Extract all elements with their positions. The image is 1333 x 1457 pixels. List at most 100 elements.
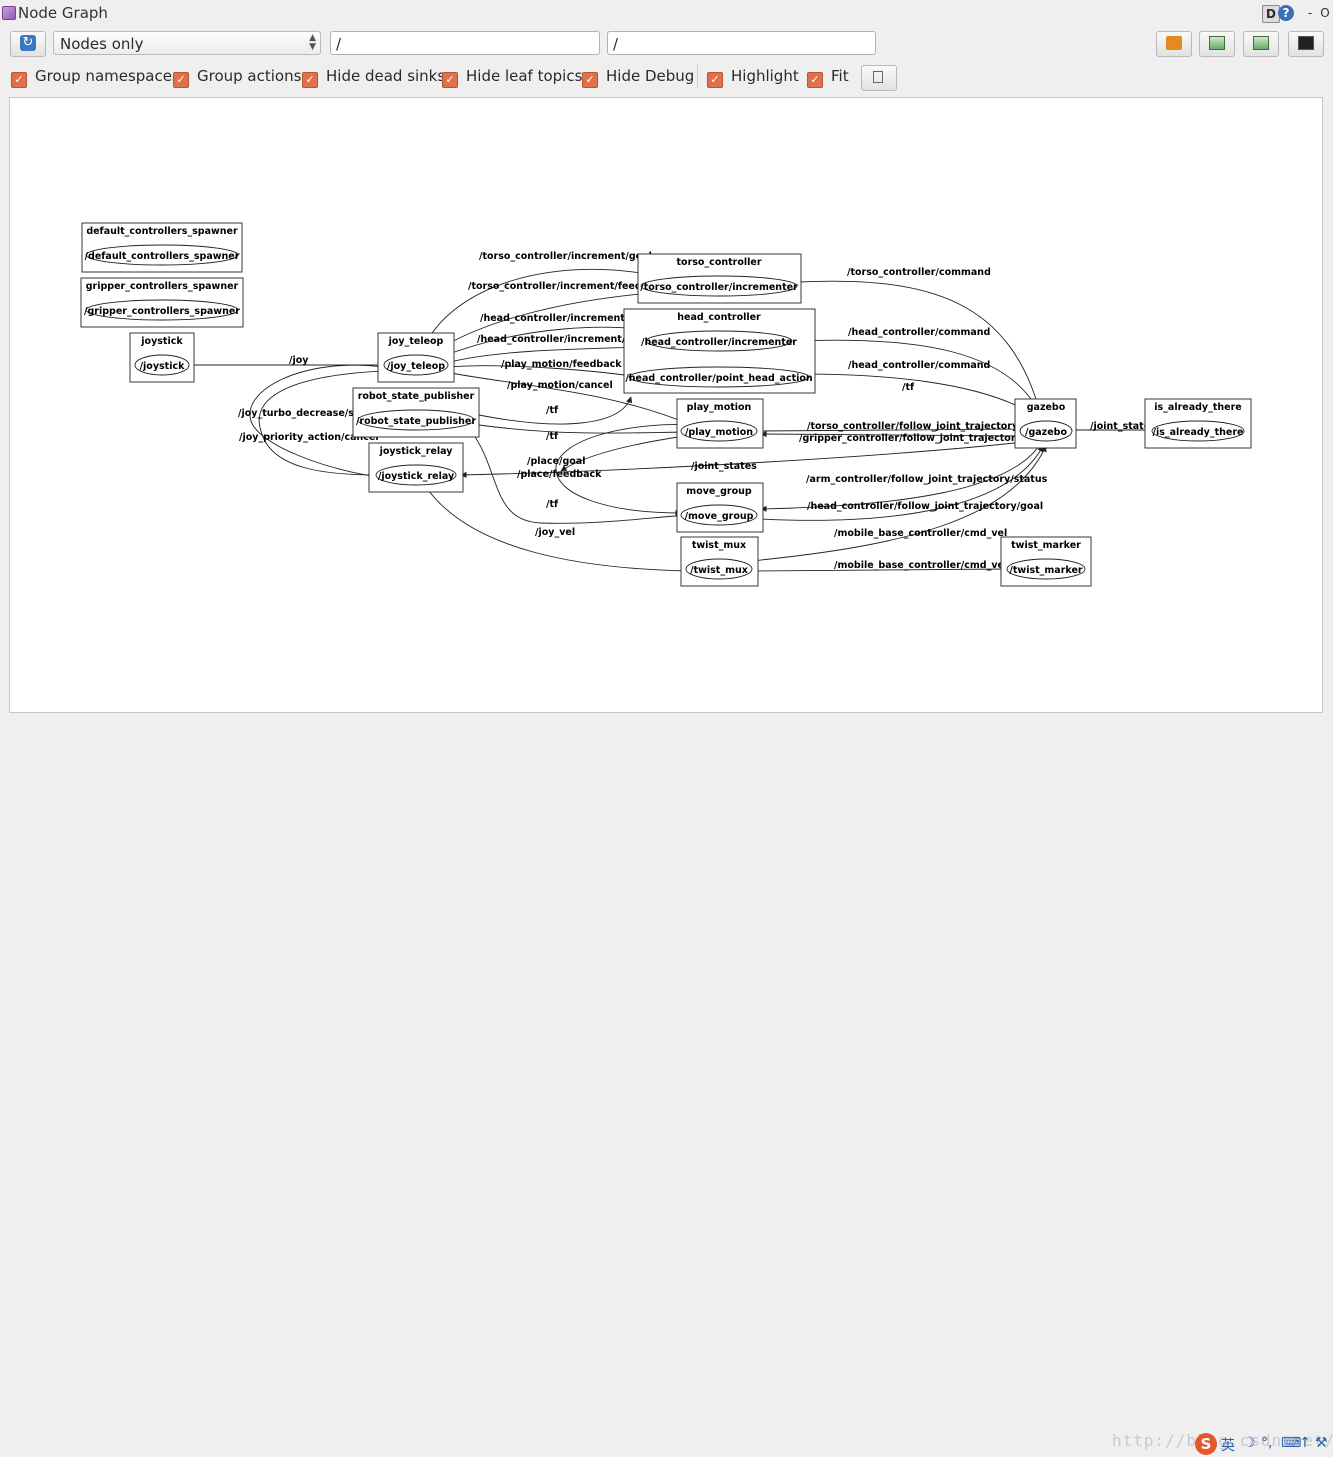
node-label: /head_controller/point_head_action	[625, 373, 813, 384]
node-head-controller[interactable]: head_controller /head_controller/increme…	[623, 308, 816, 394]
node-ellipse	[1006, 558, 1086, 580]
checkbox-checked-icon: ✓	[302, 72, 318, 88]
node-title: joystick	[140, 336, 183, 347]
save-dot-button[interactable]	[1199, 31, 1235, 57]
updown-arrow-icon: ▲▼	[309, 33, 316, 52]
node-joystick[interactable]: joystick /joystick	[129, 332, 195, 383]
edge-label: /head_controller/increment/status	[477, 334, 659, 345]
node-title: gazebo	[1027, 402, 1066, 413]
node-default-controllers-spawner[interactable]: default_controllers_spawner /default_con…	[81, 222, 243, 273]
ime-logo-icon[interactable]: S	[1195, 1433, 1217, 1455]
node-gripper-controllers-spawner[interactable]: gripper_controllers_spawner /gripper_con…	[80, 277, 244, 328]
edge-path	[798, 280, 1043, 417]
node-label: /robot_state_publisher	[356, 416, 476, 427]
node-label: /head_controller/incrementer	[641, 337, 797, 348]
edge-label: /place/goal	[527, 456, 585, 467]
save-svg-button[interactable]	[1243, 31, 1279, 57]
node-label: /joystick_relay	[378, 471, 455, 482]
wrench-icon[interactable]: ⚒	[1315, 1435, 1328, 1451]
node-label: /twist_marker	[1009, 565, 1082, 576]
node-title: head_controller	[677, 312, 761, 323]
edge-label: /place/feedback	[517, 469, 602, 480]
node-joy-teleop[interactable]: joy_teleop /joy_teleop	[377, 332, 455, 383]
edge-path	[445, 346, 652, 365]
edge-label: /head_controller/command	[848, 327, 990, 338]
graph-canvas[interactable]: /torso_controller/increment/goal /torso_…	[9, 97, 1323, 713]
node-is-already-there[interactable]: is_already_there /is_already_there	[1144, 398, 1252, 449]
edge-label: /tf	[546, 431, 559, 442]
node-gazebo[interactable]: gazebo /gazebo	[1014, 398, 1077, 449]
highlight-checkbox[interactable]: ✓Highlight	[707, 66, 799, 88]
edge-path	[760, 442, 1042, 513]
user-icon[interactable]: ↑	[1299, 1435, 1311, 1451]
hide-dead-sinks-checkbox[interactable]: ✓Hide dead sinks	[302, 66, 445, 88]
checkbox-checked-icon: ✓	[582, 72, 598, 88]
node-title: robot_state_publisher	[358, 391, 475, 402]
screen-icon	[1298, 36, 1314, 50]
node-title: twist_mux	[692, 540, 746, 551]
node-title: is_already_there	[1154, 402, 1242, 413]
edge-path	[478, 424, 687, 436]
toolbar: ↻ Nodes only ▲▼ / /	[0, 28, 1333, 60]
node-ellipse	[680, 504, 758, 526]
checkbox-checked-icon: ✓	[173, 72, 189, 88]
node-ellipse	[383, 354, 449, 376]
edge-path	[425, 486, 692, 575]
edge-path	[750, 445, 1047, 562]
node-torso-controller[interactable]: torso_controller /torso_controller/incre…	[637, 253, 802, 304]
group-actions-checkbox[interactable]: ✓Group actions	[173, 66, 301, 88]
edge-path	[760, 430, 1027, 438]
edge-label: /joint_states	[691, 461, 757, 472]
node-ellipse	[1019, 420, 1073, 442]
edge-label: /joy_turbo_decrease/status	[238, 408, 382, 419]
edge-label: /mobile_base_controller/cmd_vel	[834, 560, 1007, 571]
node-joystick-relay[interactable]: joystick_relay /joystick_relay	[368, 442, 464, 493]
refresh-button[interactable]: ↻	[10, 31, 46, 57]
edge-path	[555, 424, 702, 517]
node-title: joy_teleop	[388, 336, 444, 347]
hide-leaf-topics-checkbox[interactable]: ✓Hide leaf topics	[442, 66, 582, 88]
node-play-motion[interactable]: play_motion /play_motion	[676, 398, 764, 449]
group-namespaces-checkbox[interactable]: ✓Group namespaces	[11, 66, 180, 88]
namespace-filter-input[interactable]: /	[330, 31, 600, 55]
fit-checkbox[interactable]: ✓Fit	[807, 66, 849, 88]
node-ellipse	[375, 464, 457, 486]
node-ellipse	[640, 275, 798, 297]
load-dot-button[interactable]	[1156, 31, 1192, 57]
edge-label: /torso_controller/increment/goal	[479, 251, 652, 262]
punctuation-icon[interactable]: °,	[1261, 1435, 1273, 1451]
fit-in-view-button[interactable]	[861, 65, 897, 91]
node-title: gripper_controllers_spawner	[86, 281, 239, 292]
node-ellipse	[357, 409, 475, 431]
node-label: /joy_teleop	[387, 361, 445, 372]
edge-label: /head_controller/command	[848, 360, 990, 371]
edge-label: /torso_controller/follow_joint_trajector…	[807, 421, 1045, 432]
node-label: /gripper_controllers_spawner	[84, 306, 240, 317]
node-move-group[interactable]: move_group /move_group	[676, 482, 764, 533]
node-twist-marker[interactable]: twist_marker /twist_marker	[1000, 536, 1092, 587]
node-label: /move_group	[685, 511, 754, 522]
node-robot-state-publisher[interactable]: robot_state_publisher /robot_state_publi…	[352, 387, 480, 438]
graph-svg: /torso_controller/increment/goal /torso_…	[80, 222, 1252, 587]
edge-label: /joy_priority_action/cancel	[239, 432, 379, 443]
ime-toolbar[interactable]: S 英 ☽ °, ⌨ ↑ ⚒	[1195, 1433, 1331, 1457]
node-label: /gazebo	[1025, 427, 1067, 438]
edge-label: /torso_controller/increment/feedback	[468, 281, 667, 292]
graph-edges	[194, 268, 1152, 575]
help-button[interactable]: ?	[1278, 5, 1294, 21]
edge-label: /joy_vel	[535, 527, 575, 538]
close-button[interactable]: O	[1320, 6, 1330, 20]
save-image-button[interactable]	[1288, 31, 1324, 57]
moon-icon[interactable]: ☽	[1243, 1435, 1256, 1451]
edge-label: /mobile_base_controller/cmd_vel	[834, 528, 1007, 539]
node-twist-mux[interactable]: twist_mux /twist_mux	[680, 536, 759, 587]
hide-debug-checkbox[interactable]: ✓Hide Debug	[582, 66, 694, 88]
graph-mode-select[interactable]: Nodes only ▲▼	[53, 31, 321, 55]
edge-label: /tf	[902, 382, 915, 393]
minimize-button[interactable]: -	[1307, 6, 1313, 20]
ime-language[interactable]: 英	[1221, 1438, 1235, 1454]
node-label: /play_motion	[685, 427, 753, 438]
topic-filter-input[interactable]: /	[607, 31, 876, 55]
image-export-icon	[1253, 36, 1269, 50]
edge-path	[470, 430, 692, 524]
